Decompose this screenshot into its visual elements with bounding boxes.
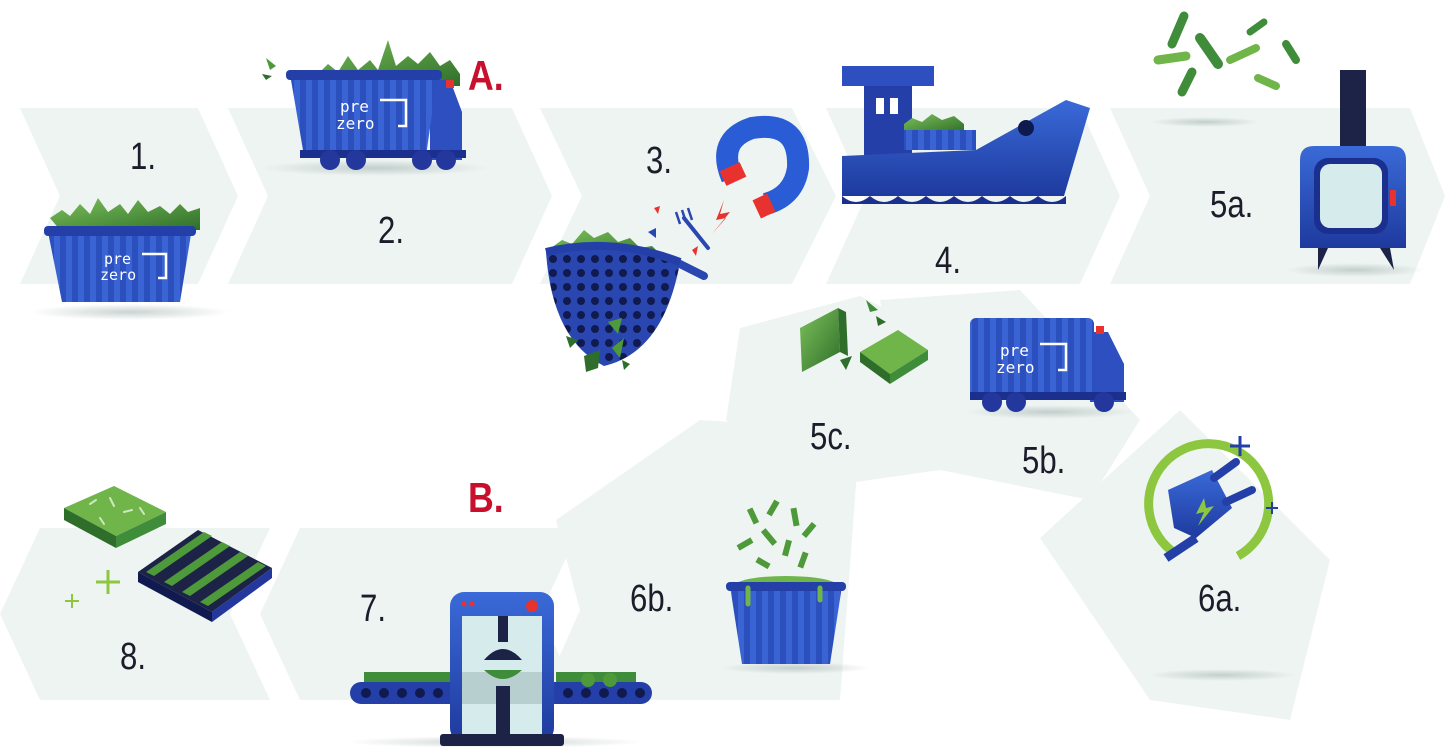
step-label-5c: 5c. [810,416,852,458]
turf-and-pallet-icon [64,486,272,622]
logo-text: pre [1000,341,1029,360]
step-label-6b: 6b. [630,578,674,620]
shadow [965,405,1135,419]
step-label-6a: 6a. [1198,578,1242,620]
power-plug-icon [1144,436,1278,562]
step-label-5b: 5b. [1022,440,1066,482]
step-label-5a: 5a. [1210,184,1254,226]
shadow [720,662,870,674]
shadow [1285,263,1425,277]
step-label-8: 8. [120,636,146,678]
step-label-3: 3. [646,140,672,182]
logo-text: pre [104,250,131,268]
shadow [1150,117,1260,127]
step-label-2: 2. [378,210,404,252]
skip-truck-icon: pre zero [262,40,466,170]
step-label-7: 7. [360,588,386,630]
stove-icon [1300,70,1406,270]
magnet-icon [712,115,810,234]
cargo-ship-icon [842,66,1090,204]
press-machine-icon [350,592,652,746]
phase-label-b: B. [468,474,504,521]
phase-label-a: A. [468,52,504,99]
step-label-4: 4. [935,240,961,282]
logo-text: zero [336,114,375,133]
fork-icon [648,206,710,256]
shadow [1147,669,1297,681]
bacteria-icon [1153,11,1300,97]
shadow [30,304,230,320]
shadow [260,160,490,176]
building-blocks-icon [800,300,928,384]
logo-text: zero [100,266,136,284]
delivery-truck-icon: pre zero [970,318,1126,412]
sieve-icon [545,230,708,372]
logo-text: pre [340,97,369,116]
logo-text: zero [996,358,1035,377]
compost-bin-icon [726,499,846,664]
skip-container-icon: pre zero [44,198,200,302]
step-label-1: 1. [130,136,156,178]
arrow-step-6a [1040,410,1330,720]
